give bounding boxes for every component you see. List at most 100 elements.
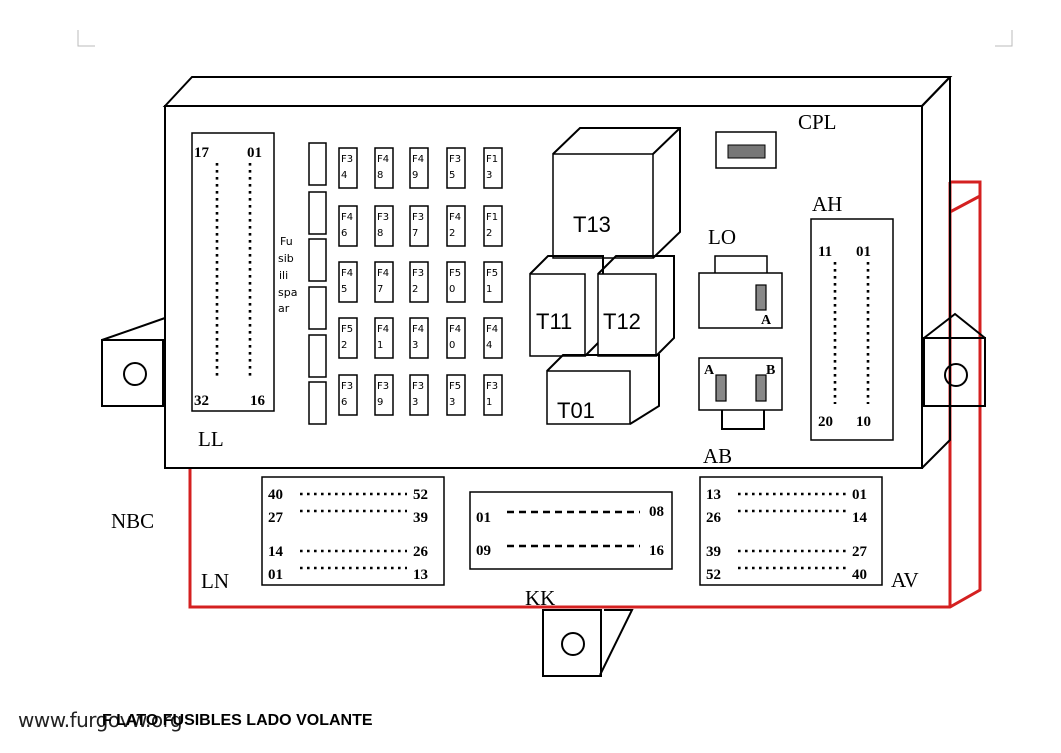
relay-t13: T13 [552,127,681,259]
fuse-label: F3 [412,381,424,392]
fuse-slot [483,261,503,303]
fuse-slot [374,205,394,247]
fuse-number: 1 [377,340,383,351]
fuse-number: 7 [412,228,418,239]
fusibles-label-line: spa [278,286,297,299]
fuse-number: 0 [449,284,455,295]
ln-connector: 40 52 27 39 14 26 01 13 [261,476,445,586]
fuse-number: 5 [449,170,455,181]
fuse-number: 0 [449,340,455,351]
fuse-slot [409,374,429,416]
spare-fuse-slot [308,286,327,330]
fusibles-label-line: ili [279,269,288,282]
av-pin: 52 [706,567,721,583]
fuse-slot [446,317,466,359]
ln-pin: 27 [268,510,284,526]
fuse-slot [338,261,358,303]
ln-pin: 52 [413,487,428,503]
label-ll: LL [198,427,224,451]
fuse-label: F3 [377,381,389,392]
fuse-label: F1 [486,154,498,165]
fuse-number: 2 [449,228,455,239]
fuse-number: 1 [486,397,492,408]
ll-pin-01: 01 [247,145,262,161]
ll-connector: 17 01 32 16 [191,132,275,412]
fuse-label: F4 [377,324,389,335]
fuse-label: F4 [412,154,424,165]
lo-pin-a: A [761,313,772,328]
fuse-slot [374,374,394,416]
fuse-number: 5 [341,284,347,295]
relay-t12: T12 [597,255,675,357]
ab-connector: A B [698,357,783,430]
relay-t11: T11 [529,255,604,357]
ah-pin-01: 01 [856,244,871,260]
mounting-ear-right [923,312,986,407]
fuse-slot [409,205,429,247]
label-lo: LO [708,225,736,249]
lo-connector: A [698,255,783,329]
kk-connector: 01 08 09 16 [469,491,673,570]
mounting-hole-icon [123,362,147,386]
ah-pin-10: 10 [856,414,871,430]
fuse-label: F3 [412,268,424,279]
av-pin: 14 [852,510,868,526]
ll-pin-32: 32 [194,393,209,409]
av-pin: 01 [852,487,867,503]
fuse-number: 6 [341,397,347,408]
av-pin: 26 [706,510,722,526]
fuse-number: 2 [486,228,492,239]
fuse-slot [409,317,429,359]
ln-pin: 14 [268,544,284,560]
fuse-label: F5 [341,324,353,335]
crop-marks [77,30,1013,47]
fuse-number: 2 [341,340,347,351]
fusibles-label-line: ar [278,302,290,315]
fuse-label: F3 [341,154,353,165]
fuse-number: 3 [449,397,455,408]
fuse-number: 6 [341,228,347,239]
fuse-label: F4 [449,212,461,223]
fuse-slot [338,317,358,359]
fuse-number: 8 [377,228,383,239]
relay-t13-label: T13 [573,212,611,237]
av-pin: 13 [706,487,721,503]
av-connector: 13 01 26 14 39 27 52 40 [699,476,883,586]
fuse-label: F4 [377,268,389,279]
spare-fuse-slots [308,142,327,425]
av-pin: 39 [706,544,721,560]
fuse-label: F3 [377,212,389,223]
label-ln: LN [201,569,229,593]
fuse-slot [409,261,429,303]
ah-pin-20: 20 [818,414,833,430]
spare-fuse-slot [308,334,327,378]
ll-pin-16: 16 [250,393,266,409]
fuse-label: F4 [377,154,389,165]
kk-pin: 16 [649,543,665,559]
fuse-label: F5 [449,381,461,392]
cpl-connector [715,131,777,169]
fuse-slot [374,261,394,303]
fuse-label: F3 [486,381,498,392]
kk-pin: 08 [649,504,664,520]
fuse-label: F5 [449,268,461,279]
av-pin: 27 [852,544,868,560]
mounting-ear-left [101,317,166,407]
mounting-ear-bottom [542,609,634,677]
fuse-slot [483,205,503,247]
spare-fuse-slot [308,381,327,425]
fuse-slot [338,205,358,247]
label-nbc: NBC [111,509,154,533]
fuse-slot [374,147,394,189]
fuse-slot [374,317,394,359]
fuse-label: F4 [341,268,353,279]
kk-pin: 09 [476,543,491,559]
fuse-label: F5 [486,268,498,279]
fuse-number: 9 [377,397,383,408]
av-pin: 40 [852,567,867,583]
ln-pin: 40 [268,487,283,503]
relay-t11-label: T11 [536,309,572,334]
fuse-label: F3 [449,154,461,165]
fuse-label: F4 [412,324,424,335]
